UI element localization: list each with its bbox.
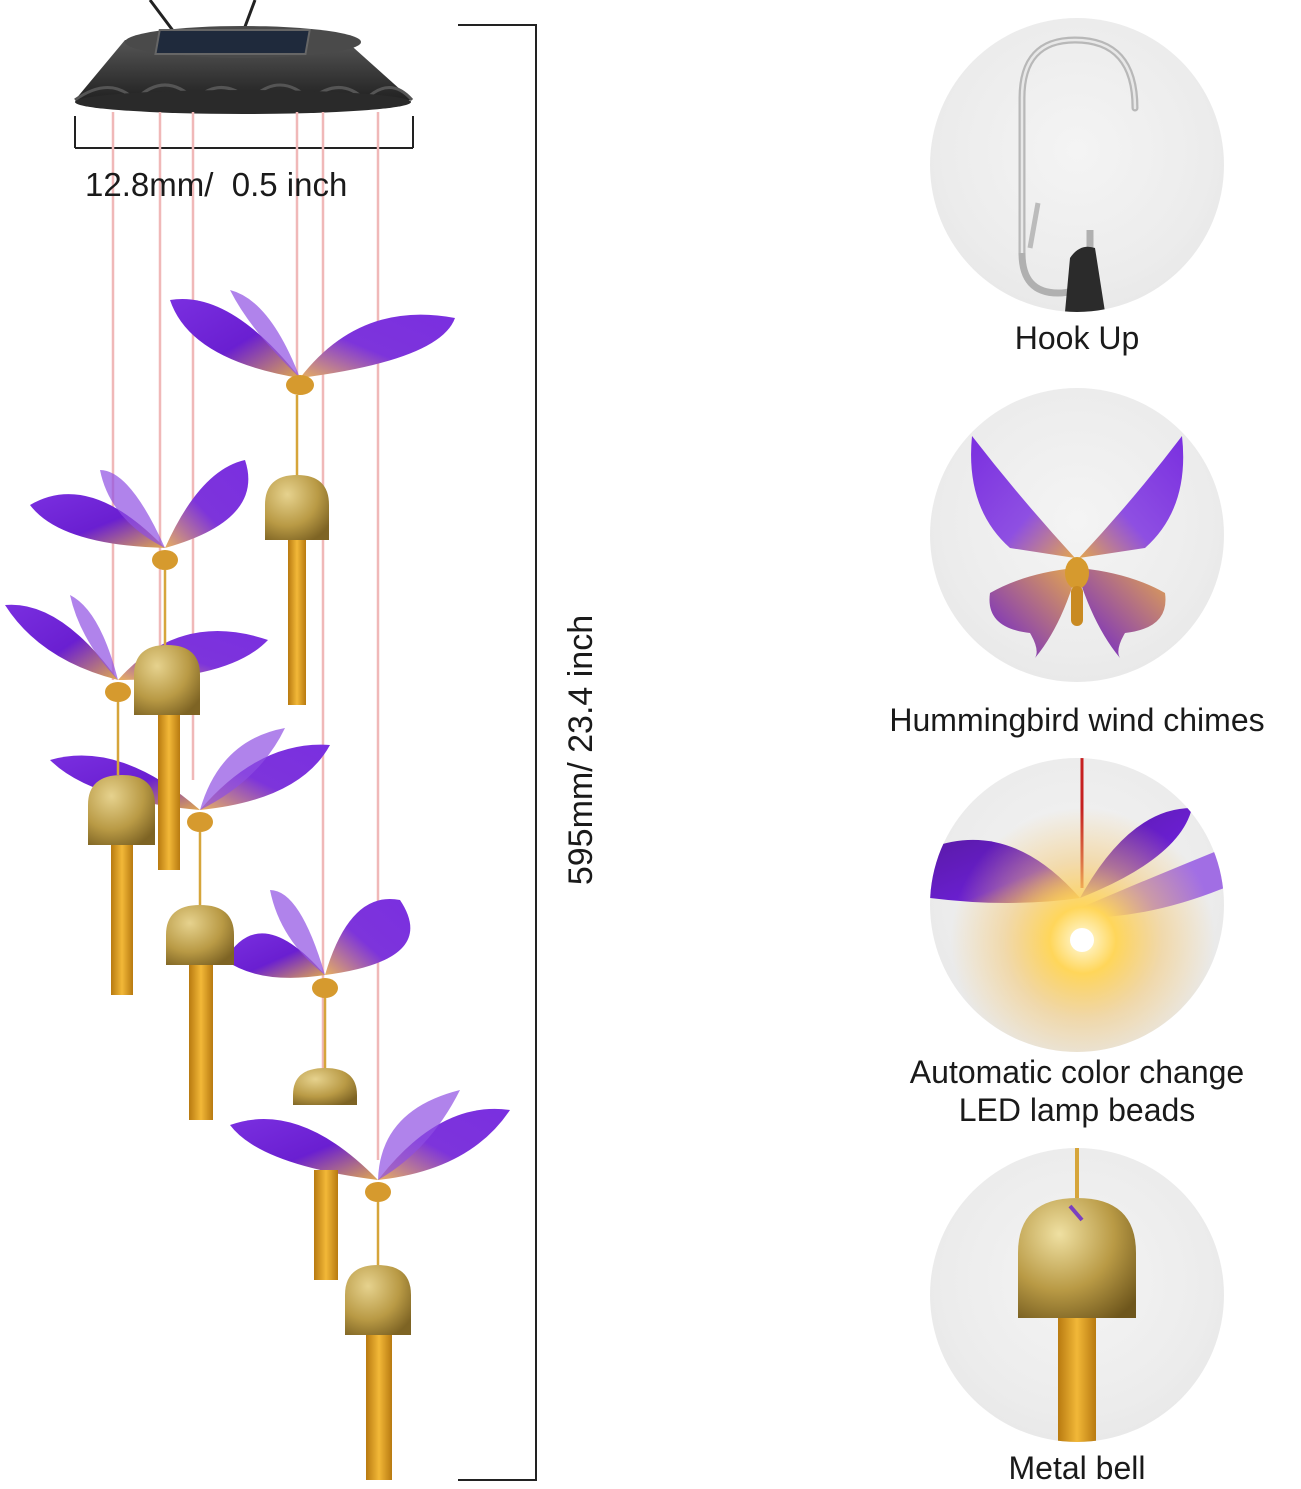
width-dimension-label: 12.8mm/ 0.5 inch <box>85 166 348 203</box>
feature-label-bell: Metal bell <box>1008 1450 1146 1486</box>
feature-label-led-line2: LED lamp beads <box>958 1092 1196 1128</box>
feature-circle-bell <box>930 1148 1224 1442</box>
height-dimension-label: 595mm/ 23.4 inch <box>562 614 600 886</box>
bell-ornament <box>265 475 329 705</box>
feature-circle-hook <box>930 18 1224 312</box>
butterfly-icon <box>971 436 1184 658</box>
height-dimension-bracket <box>458 24 537 1481</box>
width-dimension-bracket <box>74 116 414 149</box>
solar-panel <box>154 29 311 55</box>
bell-ornament <box>88 775 155 995</box>
butterfly-ornament <box>225 890 411 998</box>
butterfly-ornament <box>230 1090 510 1202</box>
bell-icon <box>1018 1148 1136 1442</box>
solar-cap <box>74 26 414 114</box>
bell-ornament <box>293 1068 357 1280</box>
butterfly-ornament <box>30 460 249 570</box>
bell-ornament <box>166 905 234 1120</box>
hook-icon <box>1018 36 1139 312</box>
feature-circle-butterfly <box>930 388 1224 682</box>
wind-chime-illustration <box>5 0 537 1481</box>
feature-label-butterfly: Hummingbird wind chimes <box>889 702 1265 738</box>
feature-label-hook: Hook Up <box>1014 320 1140 356</box>
butterfly-ornament <box>170 290 455 395</box>
feature-label-led-line1: Automatic color change <box>909 1054 1245 1090</box>
bell-ornament <box>134 645 200 870</box>
bell-ornament <box>345 1265 411 1480</box>
led-light-icon <box>930 758 1224 1052</box>
feature-circle-led <box>930 758 1224 1052</box>
